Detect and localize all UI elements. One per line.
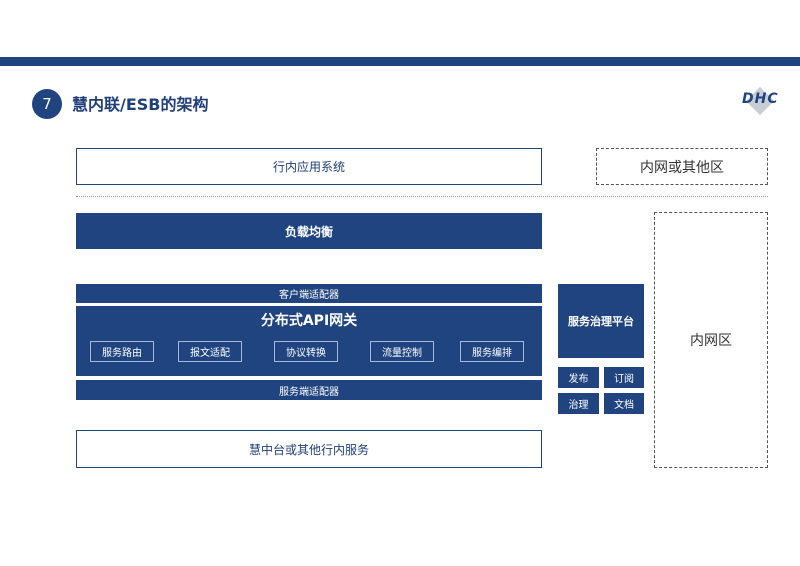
documentation-box: 文档 (604, 393, 644, 414)
zone-divider-line (76, 196, 768, 197)
server-adapter-box: 服务端适配器 (76, 380, 542, 400)
api-gateway-title: 分布式API网关 (260, 313, 358, 329)
module-traffic-control: 流量控制 (370, 341, 434, 362)
api-gateway-panel: 分布式API网关 服务路由 报文适配 协议转换 流量控制 服务编排 (76, 306, 542, 376)
logo-text: DHC (742, 91, 779, 107)
module-service-routing: 服务路由 (90, 341, 154, 362)
client-adapter-box: 客户端适配器 (76, 284, 542, 303)
load-balancer-box: 负载均衡 (76, 213, 542, 249)
subscribe-box: 订阅 (604, 367, 644, 388)
module-service-orchestration: 服务编排 (460, 341, 524, 362)
header-bar (0, 57, 800, 66)
module-protocol-conversion: 协议转换 (274, 341, 338, 362)
intranet-zone-box: 内网区 (654, 212, 768, 468)
section-number-badge: 7 (32, 89, 62, 119)
publish-box: 发布 (558, 367, 599, 388)
bank-application-systems-box: 行内应用系统 (76, 148, 542, 185)
dhc-logo: DHC (738, 86, 788, 116)
service-governance-platform-box: 服务治理平台 (558, 284, 644, 358)
module-message-adaptation: 报文适配 (178, 341, 242, 362)
page-title: 慧内联/ESB的架构 (72, 95, 209, 114)
govern-box: 治理 (558, 393, 599, 414)
mid-platform-services-box: 慧中台或其他行内服务 (76, 430, 542, 468)
intranet-other-zone-box: 内网或其他区 (596, 148, 768, 185)
